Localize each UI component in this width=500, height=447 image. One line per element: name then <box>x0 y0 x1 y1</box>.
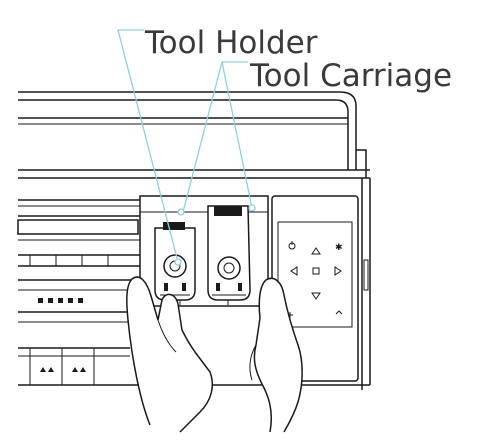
machine-left-section <box>17 199 140 385</box>
bluetooth-icon[interactable]: ✱ <box>335 243 343 253</box>
arrow-down-icon[interactable] <box>311 292 321 300</box>
arrow-right-icon[interactable] <box>334 266 342 276</box>
tool-holder-leader-dot <box>174 258 182 266</box>
arrow-left-icon[interactable] <box>290 266 298 276</box>
callout-leaders <box>117 29 256 266</box>
machine-top-cover <box>18 91 370 179</box>
left-hand <box>126 276 213 433</box>
tool-carriage-leader-a <box>182 61 248 213</box>
right-hand <box>249 277 303 433</box>
tool-holder-label: Tool Holder <box>144 25 318 61</box>
tool-carriage-label: Tool Carriage <box>249 58 452 94</box>
enter-icon[interactable] <box>335 310 343 315</box>
tool-carriage-leader-dot-b <box>248 204 256 212</box>
tool-carriage-leader-b <box>221 61 253 209</box>
right-tool-holder <box>207 205 251 301</box>
tool-holder-leader <box>117 29 179 263</box>
tool-carriage-leader-dot-a <box>177 208 185 216</box>
arrow-up-icon[interactable] <box>311 247 321 255</box>
stop-icon[interactable] <box>312 267 320 275</box>
